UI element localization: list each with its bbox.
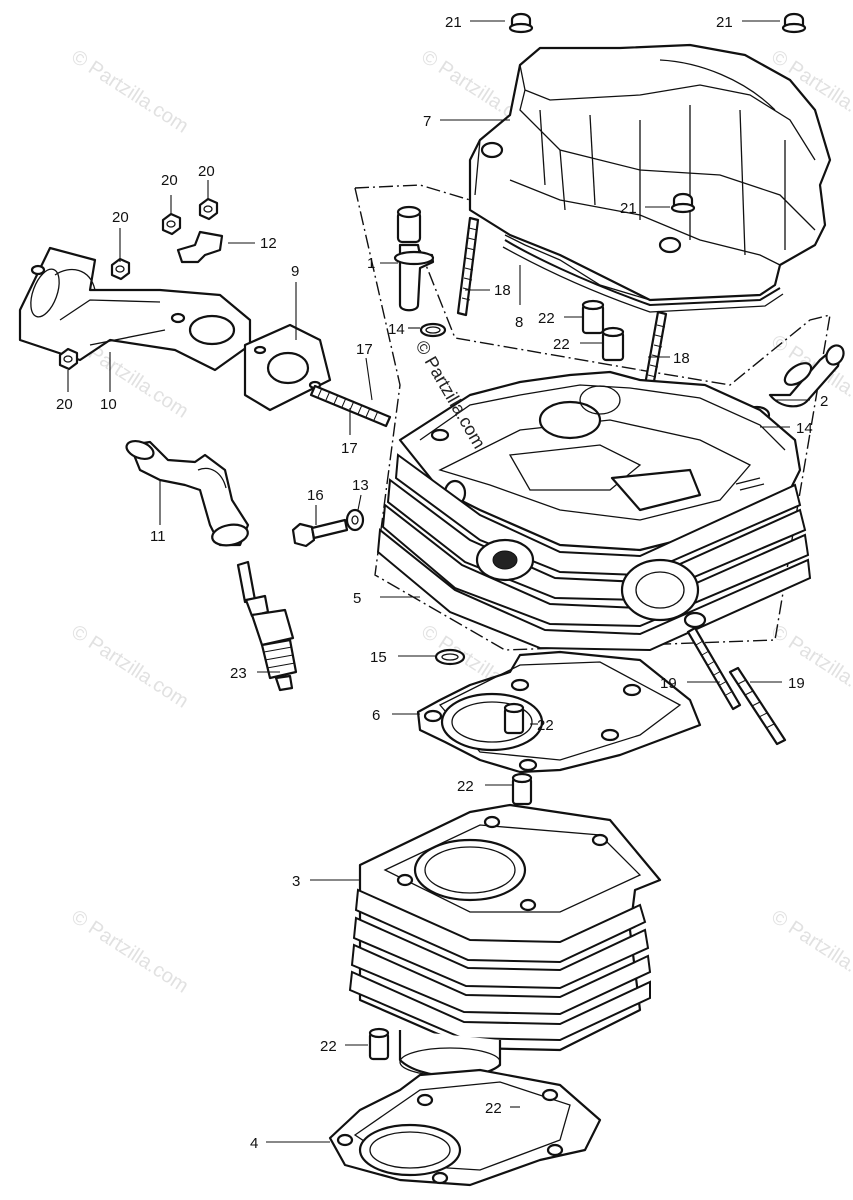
base-gasket — [328, 1068, 602, 1187]
callout-19: 19 — [788, 675, 805, 692]
washer-13 — [345, 508, 365, 532]
callout-11: 11 — [150, 528, 166, 545]
dowel-pin-cylinder-top — [511, 772, 533, 806]
valve-guide-1 — [393, 205, 435, 312]
callout-21: 21 — [445, 14, 462, 31]
callout-22: 22 — [320, 1038, 337, 1055]
breather-tube — [125, 439, 250, 547]
clamp-12 — [176, 230, 224, 264]
callout-14: 14 — [796, 420, 813, 437]
callout-23: 23 — [230, 665, 247, 682]
callout-8: 8 — [515, 314, 523, 331]
nuts-20 — [58, 197, 219, 371]
stud-17 — [309, 384, 392, 428]
assembly-outline — [354, 184, 831, 651]
callout-22: 22 — [537, 717, 554, 734]
callout-2: 2 — [820, 393, 828, 410]
watermark-low-right: © Partzilla.com — [767, 621, 853, 713]
watermark-bottom-left: © Partzilla.com — [67, 906, 192, 998]
callout-20: 20 — [112, 209, 129, 226]
cover-gasket — [502, 239, 784, 313]
spark-plug — [236, 560, 298, 692]
callout-3: 3 — [292, 873, 300, 890]
bolt-16 — [291, 518, 349, 548]
callout-14: 14 — [388, 321, 405, 338]
watermark-top-left: © Partzilla.com — [67, 46, 192, 138]
callout-22: 22 — [553, 336, 570, 353]
o-ring-14 — [419, 322, 447, 338]
o-ring-15 — [434, 648, 466, 666]
studs-19 — [686, 626, 787, 746]
callout-20: 20 — [198, 163, 215, 180]
callout-labels: 21 21 7 21 20 20 20 12 9 1 18 8 22 14 22… — [56, 14, 828, 1152]
callout-18: 18 — [673, 350, 690, 367]
callout-21: 21 — [716, 14, 733, 31]
callout-22: 22 — [485, 1100, 502, 1117]
callout-22: 22 — [457, 778, 474, 795]
intake-pipe — [18, 246, 252, 372]
callout-22: 22 — [538, 310, 555, 327]
cap-nut-icon — [508, 12, 534, 34]
callout-12: 12 — [260, 235, 277, 252]
callout-20: 20 — [161, 172, 178, 189]
callout-7: 7 — [423, 113, 431, 130]
cylinder-block — [348, 803, 662, 1078]
watermark-bottom-right: © Partzilla.com — [767, 906, 853, 998]
callout-4: 4 — [250, 1135, 258, 1152]
cap-nut-icon — [781, 12, 807, 34]
cylinder-head-cover — [468, 43, 832, 302]
callout-16: 16 — [307, 487, 324, 504]
cap-nut-icon — [670, 192, 696, 214]
callout-15: 15 — [370, 649, 387, 666]
callout-9: 9 — [291, 263, 299, 280]
dowel-pins-top — [581, 299, 625, 362]
callout-18: 18 — [494, 282, 511, 299]
valve-guide-2 — [768, 344, 845, 408]
callout-10: 10 — [100, 396, 117, 413]
hex-nut-icon — [58, 347, 79, 371]
watermark-low-left: © Partzilla.com — [67, 621, 192, 713]
callout-17: 17 — [341, 440, 358, 457]
callout-20: 20 — [56, 396, 73, 413]
leader-lines — [67, 20, 810, 1143]
callout-17: 17 — [356, 341, 373, 358]
callout-1: 1 — [367, 255, 375, 272]
callout-5: 5 — [353, 590, 361, 607]
callout-19: 19 — [660, 675, 677, 692]
callout-6: 6 — [372, 707, 380, 724]
cap-nuts — [508, 12, 807, 214]
callout-13: 13 — [352, 477, 369, 494]
hex-nut-icon — [198, 197, 219, 221]
callout-21: 21 — [620, 200, 637, 217]
hex-nut-icon — [161, 212, 182, 236]
head-gasket — [416, 650, 702, 774]
cylinder-head — [376, 370, 812, 652]
